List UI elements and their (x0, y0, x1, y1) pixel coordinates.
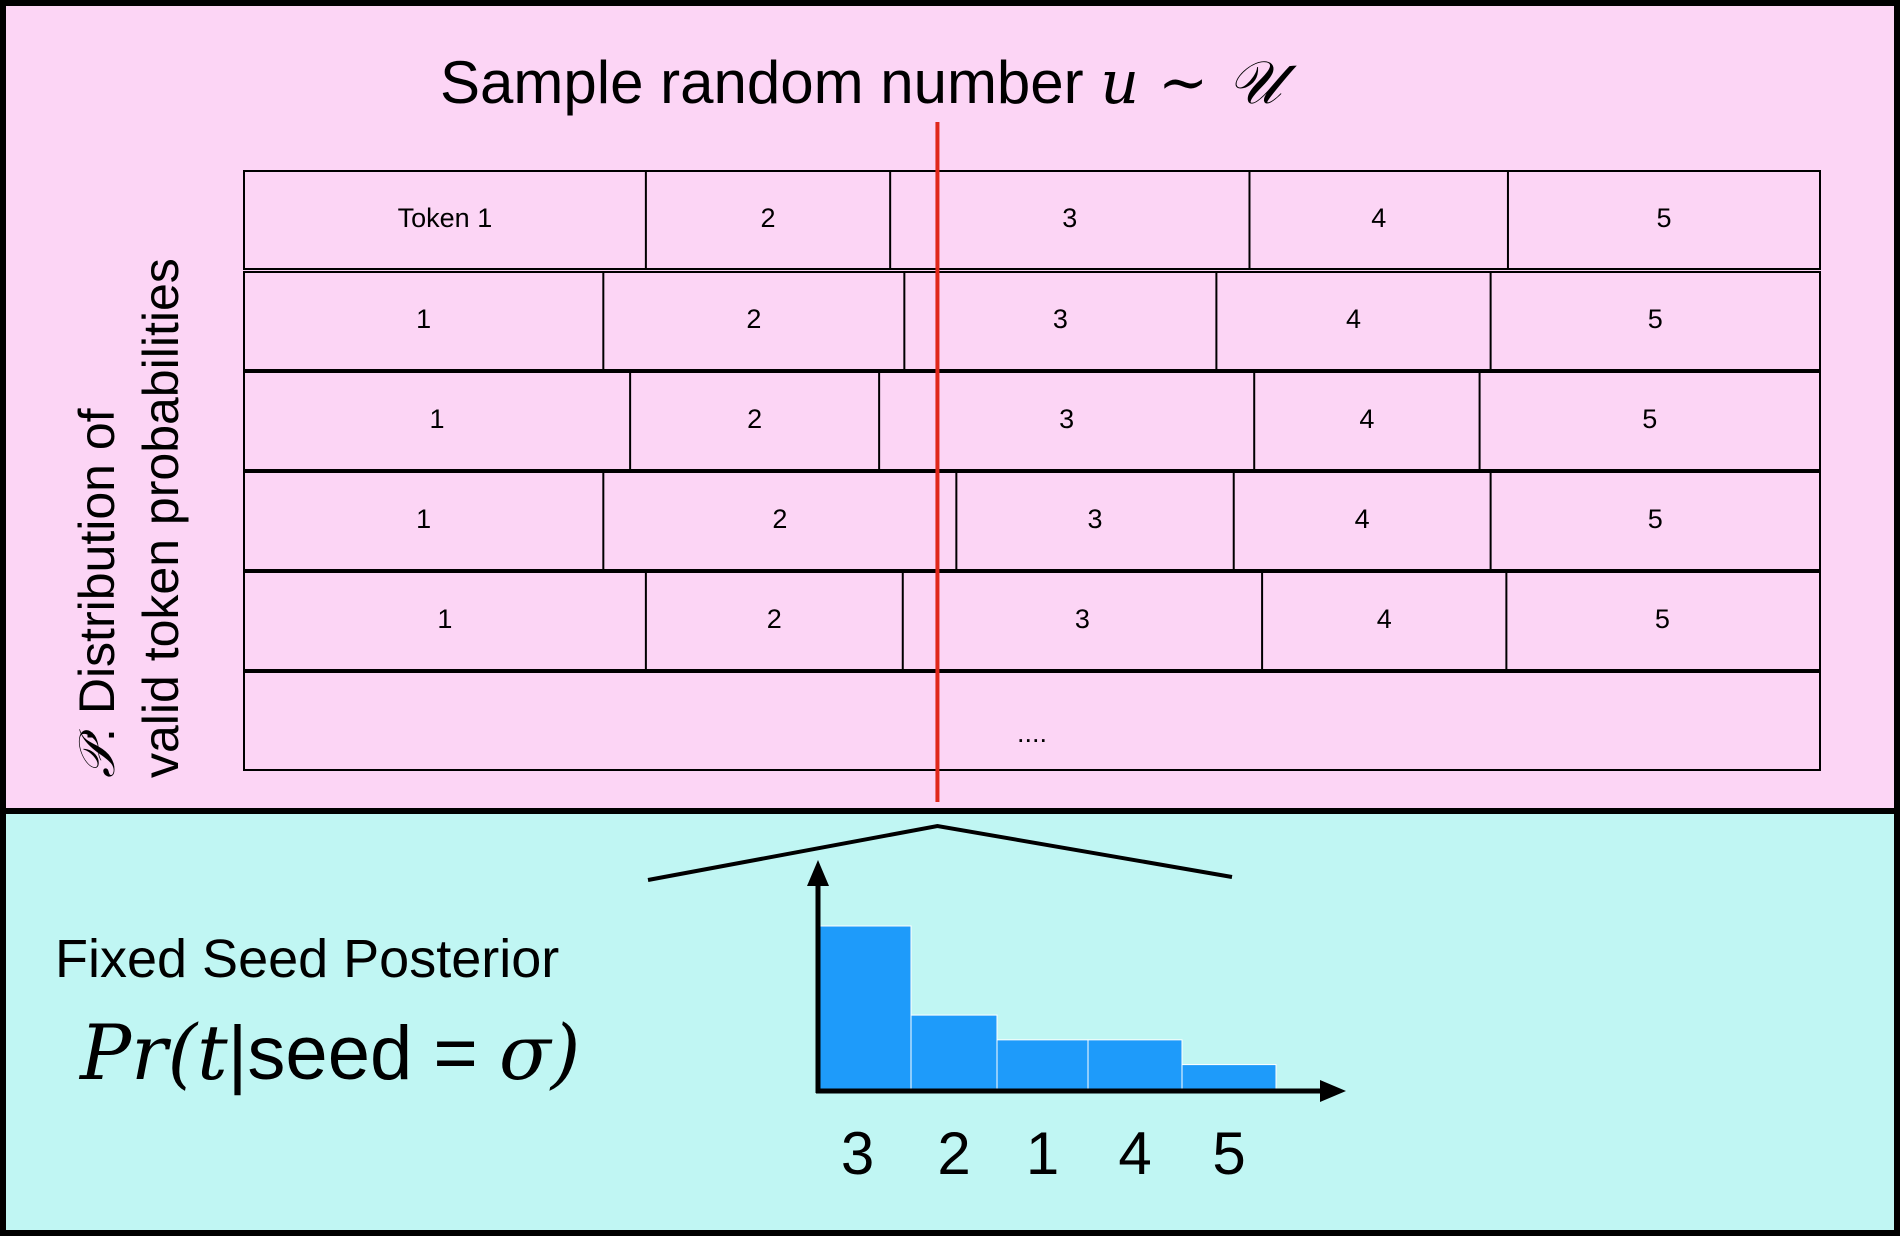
row-5-frame (243, 571, 1821, 671)
formula-bar: | (227, 1011, 248, 1096)
formula-equals: = (412, 1011, 499, 1096)
row-5-cell-5-label: 5 (1655, 604, 1670, 634)
row-6-frame (243, 671, 1821, 771)
row-3-frame (243, 371, 1821, 471)
formula-sigma: σ (498, 1008, 551, 1097)
row-1-cell-1-label: Token 1 (398, 203, 493, 233)
row-3-cell-4-label: 4 (1359, 404, 1374, 434)
bar-2 (910, 1014, 998, 1092)
row-6-cell-1-label: .... (1017, 718, 1047, 748)
row-4-frame (243, 471, 1821, 571)
row-5-cell-3-label: 3 (1075, 604, 1090, 634)
row-1-cell-4-label: 4 (1371, 203, 1386, 233)
row-4-cell-1-label: 1 (416, 504, 431, 534)
row-3-cell-2-label: 2 (747, 404, 762, 434)
row-2-cell-3-label: 3 (1053, 304, 1068, 334)
bar-3 (819, 925, 912, 1092)
row-2-cell-2-label: 2 (746, 304, 761, 334)
row-3-cell-5-label: 5 (1642, 404, 1657, 434)
row-2-frame (243, 271, 1821, 371)
row-4-cell-3-label: 3 (1088, 504, 1103, 534)
row-5-cell-1-label: 1 (437, 604, 452, 634)
posterior-formula: Pr(t|seed = σ) (80, 1008, 580, 1097)
row-2-cell-5-label: 5 (1648, 304, 1663, 334)
row-5-cell-2-label: 2 (767, 604, 782, 634)
tick-label-5: 5 (1212, 1120, 1245, 1187)
row-4-cell-5-label: 5 (1648, 504, 1663, 534)
row-3-cell-3-label: 3 (1059, 404, 1074, 434)
bar-5 (1181, 1064, 1277, 1092)
row-1-cell-5-label: 5 (1656, 203, 1671, 233)
row-2-cell-4-label: 4 (1346, 304, 1361, 334)
tick-label-4: 4 (1118, 1120, 1151, 1187)
bar-4 (1087, 1039, 1183, 1092)
sample-title-math: u ~ 𝒰 (1100, 48, 1282, 118)
formula-open-paren: ( (167, 1008, 198, 1097)
row-3-cell-1-label: 1 (430, 404, 445, 434)
row-4-cell-2-label: 2 (772, 504, 787, 534)
row-1-cell-3-label: 3 (1062, 203, 1077, 233)
bar-1 (996, 1039, 1089, 1092)
row-1-cell-2-label: 2 (761, 203, 776, 233)
posterior-title: Fixed Seed Posterior (55, 929, 560, 989)
formula-t: t (197, 1008, 228, 1097)
row-2-cell-1-label: 1 (416, 304, 431, 334)
sample-title-text: Sample random number (440, 49, 1101, 116)
row-1-frame (243, 170, 1821, 270)
y-axis-arrowhead (807, 860, 829, 886)
tick-label-2: 2 (937, 1120, 970, 1187)
row-4-cell-4-label: 4 (1355, 504, 1370, 534)
formula-close-paren: ) (550, 1008, 581, 1097)
distribution-panel (0, 0, 1900, 816)
sample-title: Sample random number u ~ 𝒰 (440, 48, 1281, 118)
formula-seed: seed (247, 1011, 413, 1096)
formula-pr: Pr (80, 1008, 168, 1097)
x-axis-arrowhead (1320, 1080, 1346, 1102)
zoom-callout (647, 823, 1233, 882)
row-5-cell-4-label: 4 (1377, 604, 1392, 634)
tick-label-1: 1 (1026, 1120, 1059, 1187)
tick-label-3: 3 (841, 1120, 874, 1187)
